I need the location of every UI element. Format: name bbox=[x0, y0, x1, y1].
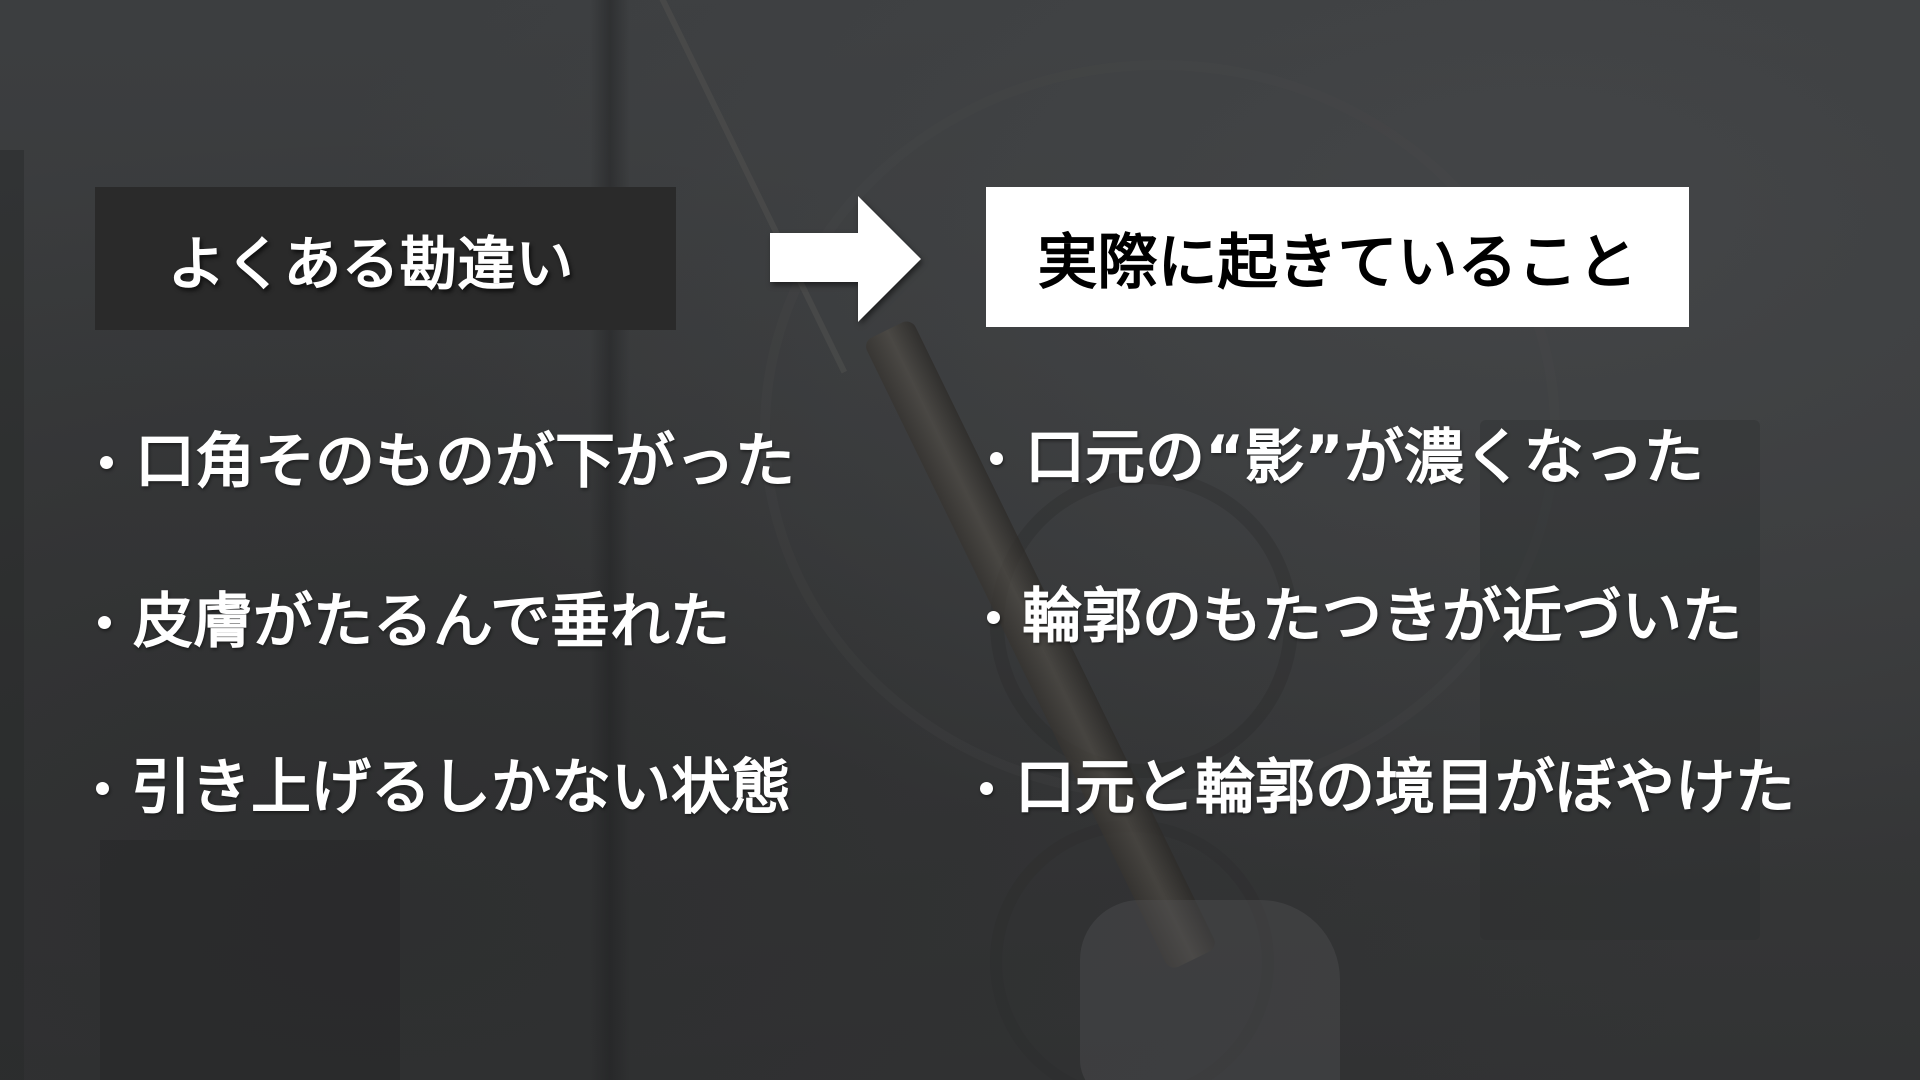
misconception-item-text: 口角そのものが下がった bbox=[135, 427, 795, 497]
bullet-icon bbox=[100, 455, 113, 469]
background-device-box-left bbox=[100, 840, 400, 1080]
background-device-box bbox=[1480, 420, 1760, 940]
right-arrow-icon bbox=[770, 196, 921, 322]
reality-item: 口元の“影”が濃くなった bbox=[990, 422, 1704, 494]
reality-item-text: 口元と輪郭の境目がぼやけた bbox=[1015, 753, 1795, 823]
misconception-heading: よくある勘違い bbox=[95, 187, 676, 330]
reality-heading-text: 実際に起きていること bbox=[1037, 227, 1638, 298]
reality-heading: 実際に起きていること bbox=[986, 187, 1689, 327]
reality-item-text: 輪郭のもたつきが近づいた bbox=[1022, 582, 1742, 652]
misconception-item: 皮膚がたるんで垂れた bbox=[98, 586, 730, 658]
background-pillar bbox=[590, 0, 630, 1080]
bullet-icon bbox=[990, 451, 1003, 465]
background-gloved-hand bbox=[1080, 900, 1340, 1080]
reality-item: 輪郭のもたつきが近づいた bbox=[987, 581, 1742, 653]
background-pillar-left bbox=[0, 150, 24, 1080]
misconception-item: 口角そのものが下がった bbox=[100, 426, 795, 498]
misconception-item-text: 皮膚がたるんで垂れた bbox=[133, 587, 730, 657]
bullet-icon bbox=[980, 781, 993, 795]
misconception-item-text: 引き上げるしかない状態 bbox=[131, 753, 791, 823]
background-cable-loop bbox=[760, 60, 1560, 800]
bullet-icon bbox=[96, 781, 109, 795]
reality-item-text: 口元の“影”が濃くなった bbox=[1025, 423, 1704, 493]
bullet-icon bbox=[98, 615, 111, 629]
bullet-icon bbox=[987, 610, 1000, 624]
reality-item: 口元と輪郭の境目がぼやけた bbox=[980, 752, 1795, 824]
misconception-heading-text: よくある勘違い bbox=[167, 229, 574, 298]
misconception-item: 引き上げるしかない状態 bbox=[96, 752, 791, 824]
